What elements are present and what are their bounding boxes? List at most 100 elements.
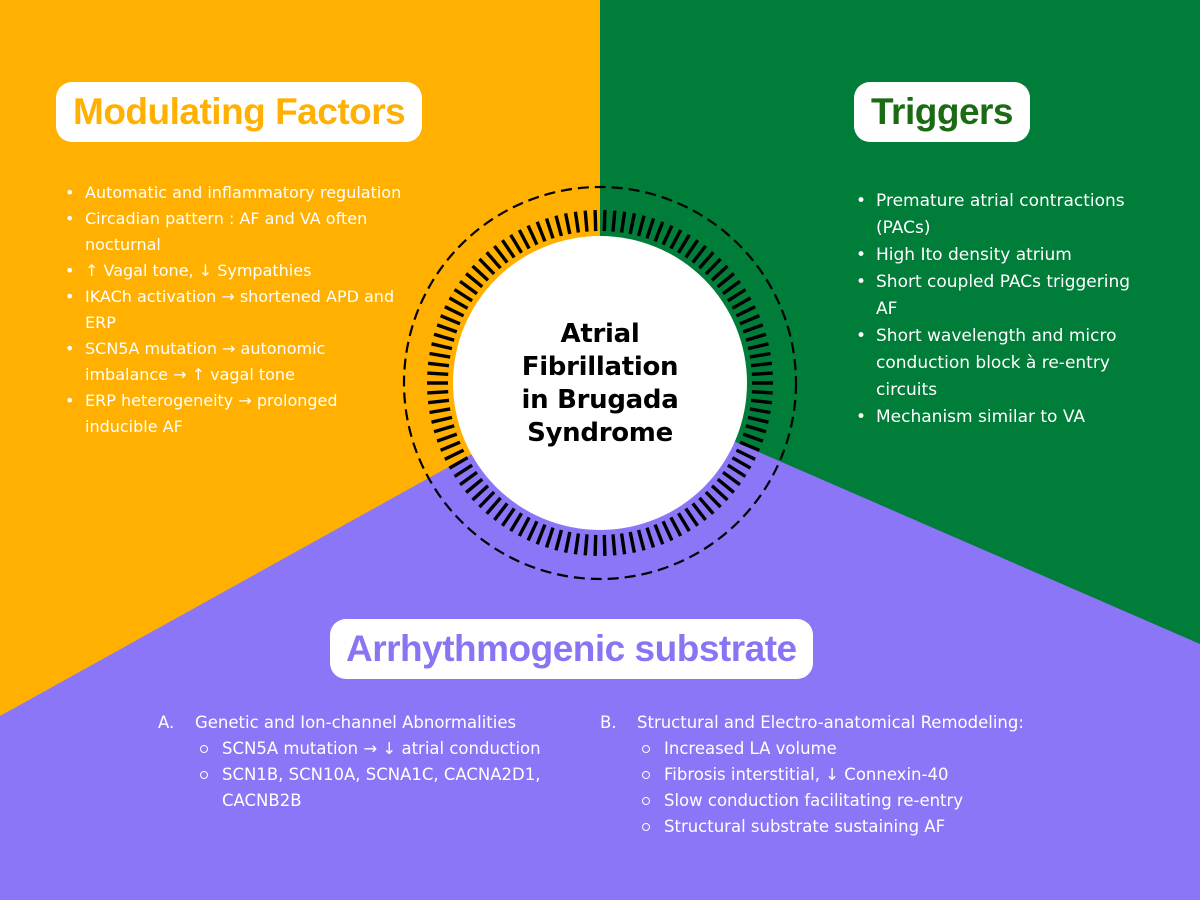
ring-tick [742, 432, 764, 443]
ring-tick [593, 534, 598, 556]
ring-tick [429, 407, 451, 415]
ring-tick [684, 507, 700, 527]
ring-tick [427, 390, 449, 395]
ring-tick [661, 520, 674, 542]
ring-tick [645, 527, 656, 549]
ring-tick [554, 529, 564, 551]
ring-tick [517, 229, 531, 250]
ring-tick [458, 470, 479, 487]
ring-tick [583, 534, 589, 556]
ring-tick [653, 221, 665, 243]
ring-tick [427, 371, 449, 376]
ring-tick [619, 533, 627, 555]
ring-tick [742, 323, 764, 334]
ring-tick [433, 424, 455, 434]
ring-tick [710, 264, 729, 282]
ring-tick [509, 234, 523, 254]
list-item: Short wavelength and micro conduction bl… [853, 323, 1153, 404]
ring-tick [526, 520, 539, 542]
ring-tick [710, 484, 729, 502]
ring-tick [739, 440, 761, 452]
ring-tick [739, 314, 761, 326]
ring-tick [645, 217, 656, 239]
ring-tick [726, 463, 747, 478]
triggers-list: Premature atrial contractions (PACs) Hig… [853, 188, 1153, 431]
ring-tick [636, 529, 646, 551]
ring-tick [721, 279, 742, 296]
ring-tick [465, 272, 484, 289]
ring-tick [544, 527, 555, 549]
ring-tick [493, 502, 509, 522]
ring-tick [573, 211, 581, 233]
ring-tick [628, 531, 637, 553]
list-item: ERP heterogeneity → prolonged inducible … [62, 388, 412, 440]
ring-tick [485, 251, 502, 270]
section-heading-text: Genetic and Ion-channel Abnormalities [195, 713, 517, 732]
list-item: Premature atrial contractions (PACs) [853, 188, 1153, 242]
ring-tick [439, 440, 461, 452]
ring-tick [602, 534, 607, 556]
ring-tick [628, 213, 637, 235]
ring-tick [583, 210, 589, 232]
ring-tick [500, 507, 516, 527]
list-item: ↑ Vagal tone, ↓ Sympathies [62, 258, 412, 284]
ring-tick [669, 229, 683, 250]
ring-tick [436, 432, 458, 443]
ring-tick [704, 257, 722, 276]
ring-tick [747, 415, 769, 424]
ring-tick [684, 239, 700, 259]
ring-tick [444, 305, 465, 318]
list-item: Circadian pattern : AF and VA often noct… [62, 206, 412, 258]
ring-tick [509, 512, 523, 532]
ring-tick [749, 407, 771, 415]
list-item: Fibrosis interstitial, ↓ Connexin-40 [637, 762, 1080, 788]
ring-tick [619, 211, 627, 233]
ring-tick [471, 264, 490, 282]
ring-tick [593, 210, 598, 232]
ring-tick [704, 490, 722, 509]
list-item: SCN1B, SCN10A, SCNA1C, CACNA2D1, CACNB2B [195, 762, 578, 814]
ring-tick [517, 516, 531, 537]
center-title: Atrial Fibrillation in Brugada Syndrome [470, 318, 730, 450]
center-circle [453, 236, 747, 530]
ring-tick [493, 244, 509, 264]
list-item: SCN5A mutation → ↓ atrial conduction [195, 736, 578, 762]
ring-tick [731, 456, 752, 470]
ring-tick [726, 288, 747, 303]
ring-tick [526, 224, 539, 246]
list-item: IKACh activation → shortened APD and ERP [62, 284, 412, 336]
ring-tick [478, 490, 496, 509]
arrhythmogenic-substrate-title: Arrhythmogenic substrate [330, 619, 813, 679]
ring-tick [698, 251, 715, 270]
ring-tick [749, 351, 771, 359]
ring-tick [554, 215, 564, 237]
section-letter: A. [158, 713, 175, 732]
ring-tick [735, 305, 756, 318]
ring-tick [661, 224, 674, 246]
section-heading-text: Structural and Electro-anatomical Remode… [637, 713, 1024, 732]
ring-tick [611, 534, 617, 556]
ring-tick [535, 221, 547, 243]
ring-tick [716, 477, 735, 494]
modulating-factors-title: Modulating Factors [56, 82, 423, 142]
tick-ring [427, 210, 773, 556]
ring-tick [458, 279, 479, 296]
ring-tick [448, 456, 469, 470]
ring-tick [750, 398, 773, 405]
substrate-section-b: B.Structural and Electro-anatomical Remo… [600, 710, 1080, 840]
ring-tick [427, 361, 450, 368]
ring-tick [636, 215, 646, 237]
list-item: Short coupled PACs triggering AF [853, 269, 1153, 323]
list-item: High Ito density atrium [853, 242, 1153, 269]
ring-tick [485, 496, 502, 515]
center-title-line: Fibrillation [521, 352, 679, 382]
ring-tick [433, 332, 455, 342]
ring-tick [453, 463, 474, 478]
ring-tick [691, 244, 707, 264]
ring-tick [544, 217, 555, 239]
triggers-title: Triggers [854, 82, 1030, 142]
ring-tick [747, 342, 769, 351]
ring-tick [691, 502, 707, 522]
ring-tick [653, 523, 665, 545]
list-item: Slow conduction facilitating re-entry [637, 788, 1080, 814]
